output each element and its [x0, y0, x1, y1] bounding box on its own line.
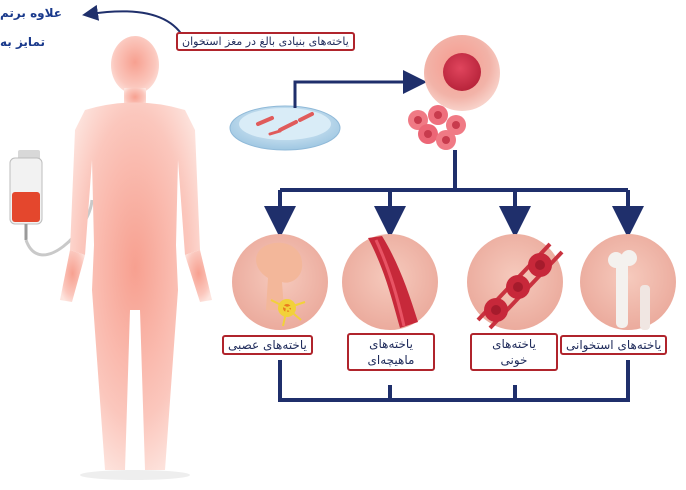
dish-to-cell-arrow — [295, 82, 415, 108]
muscle-cells-label-line2: ماهیچه‌ای — [353, 352, 429, 368]
curved-arrow-to-text — [90, 11, 185, 40]
bone-cells-image — [580, 234, 676, 330]
muscle-cells-label-line1: یاخته‌های — [353, 336, 429, 352]
blood-cells-label-line1: یاخته‌های — [476, 336, 552, 352]
nerve-cells-image — [232, 234, 328, 330]
blood-cells-label: یاخته‌های خونی — [470, 333, 558, 371]
human-body-figure — [60, 36, 212, 470]
stem-cell-icon — [424, 35, 500, 111]
bottom-connector — [280, 360, 628, 400]
top-left-text-line2: تمایز به — [0, 35, 60, 49]
muscle-cells-image — [342, 234, 438, 330]
blood-cells-label-line2: خونی — [476, 352, 552, 368]
muscle-cells-label: یاخته‌های ماهیچه‌ای — [347, 333, 435, 371]
top-left-text-line1: علاوه برتم — [0, 6, 78, 20]
blood-cells-image — [467, 234, 563, 330]
nerve-cells-label: یاخته‌های عصبی — [222, 335, 313, 355]
bone-cells-label: یاخته‌های استخوانی — [560, 335, 667, 355]
source-label: یاخته‌های بنیادی بالغ در مغز استخوان — [176, 32, 355, 51]
cell-cluster-icon — [408, 105, 466, 150]
branching-arrows — [280, 150, 628, 222]
petri-dish-icon — [230, 106, 340, 150]
